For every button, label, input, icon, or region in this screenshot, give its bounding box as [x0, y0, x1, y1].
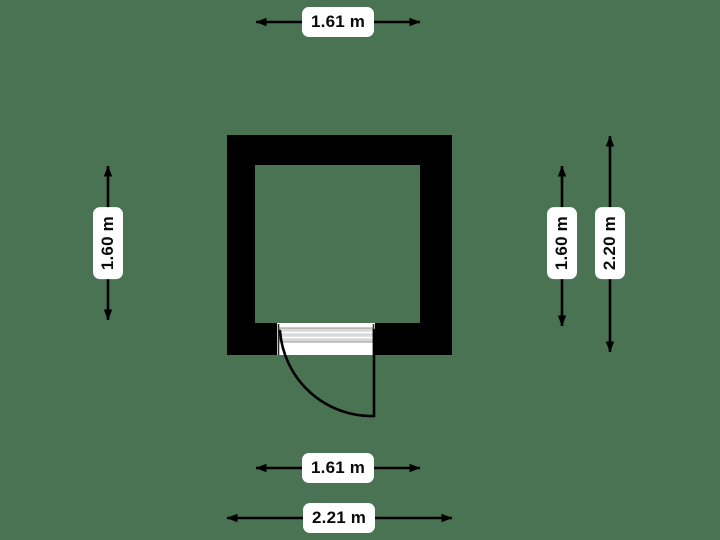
door-swing: [278, 328, 376, 418]
door-threshold: [278, 327, 374, 343]
dimension-label-bottom-exterior-width: 2.21 m: [303, 503, 376, 533]
dimension-label-right-interior-height: 1.60 m: [547, 207, 577, 280]
dimension-label-bottom-interior-width: 1.61 m: [302, 453, 375, 483]
threshold-band: [278, 327, 374, 343]
exterior-wall: [227, 135, 452, 355]
dimension-label-left-interior-height: 1.60 m: [93, 207, 123, 280]
dimension-label-top-interior-width: 1.61 m: [302, 7, 375, 37]
door-swing-arc: [278, 329, 376, 418]
dimension-label-right-exterior-height: 2.20 m: [595, 207, 625, 280]
wall-structure: [227, 135, 452, 355]
